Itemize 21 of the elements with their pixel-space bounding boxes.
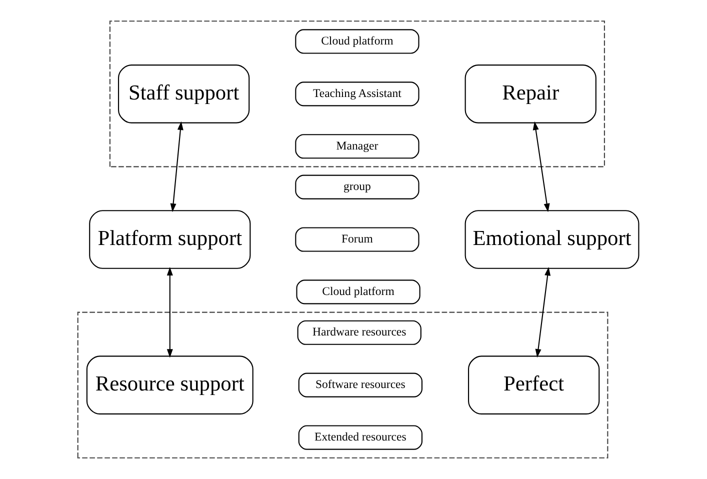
node-box: Software resources xyxy=(298,372,422,398)
node-box: Cloud platform xyxy=(296,280,420,304)
cluster xyxy=(108,20,604,168)
node-box: Teaching Assistant xyxy=(294,82,419,106)
arrow xyxy=(532,121,550,212)
node-box: Extended resources xyxy=(298,425,422,450)
node-box: Resource support xyxy=(86,356,253,414)
node-box: Repair xyxy=(464,64,596,124)
node-box: Perfect xyxy=(468,356,600,414)
arrow xyxy=(170,121,183,212)
arrow xyxy=(166,266,172,358)
cluster xyxy=(76,312,608,458)
node-box: Forum xyxy=(294,227,419,252)
node-box: Emotional support xyxy=(464,210,639,269)
arrow xyxy=(534,266,550,358)
node-box: Hardware resources xyxy=(296,320,421,345)
node-box: Staff support xyxy=(117,64,250,124)
node-box: group xyxy=(294,174,419,200)
node-box: Cloud platform xyxy=(294,29,419,54)
node-box: Manager xyxy=(294,134,419,159)
node-box: Platform support xyxy=(88,210,250,269)
